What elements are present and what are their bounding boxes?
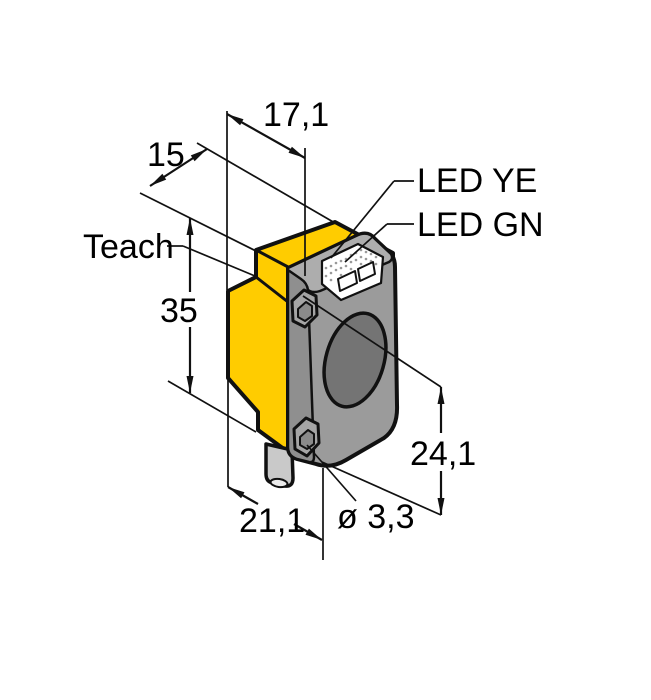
led-window-stipple [324, 248, 378, 282]
dimension-15 [149, 148, 208, 187]
sensor-body [226, 220, 400, 489]
teach-label: Teach [83, 228, 174, 266]
dimension-label-15: 15 [147, 136, 185, 174]
extension-lines [139, 111, 442, 560]
led-green-label: LED GN [417, 206, 544, 244]
dimension-21-1 [227, 486, 323, 541]
led-indicator-green [357, 261, 376, 282]
led-window [320, 242, 385, 302]
leader-led-yellow [330, 180, 414, 259]
mounting-hole-top [290, 288, 319, 329]
dimension-35 [186, 218, 194, 393]
dimension-label-21-1: 21,1 [239, 502, 305, 540]
cable-end-cap [269, 477, 289, 489]
led-indicator-yellow [337, 270, 358, 292]
leader-teach [167, 245, 256, 277]
lens [322, 311, 388, 409]
dimension-24-1 [437, 387, 445, 515]
led-yellow-label: LED YE [417, 162, 537, 200]
mounting-hole-bottom [292, 416, 321, 458]
yellow-housing-edges [254, 248, 292, 304]
dimension-17-1 [226, 113, 306, 159]
leader-led-green [344, 223, 414, 263]
dimension-label-24-1: 24,1 [410, 435, 476, 473]
dimension-label-35: 35 [160, 292, 198, 330]
dimension-label-hole-diameter: ø 3,3 [337, 498, 414, 536]
dimension-label-17-1: 17,1 [263, 96, 329, 134]
